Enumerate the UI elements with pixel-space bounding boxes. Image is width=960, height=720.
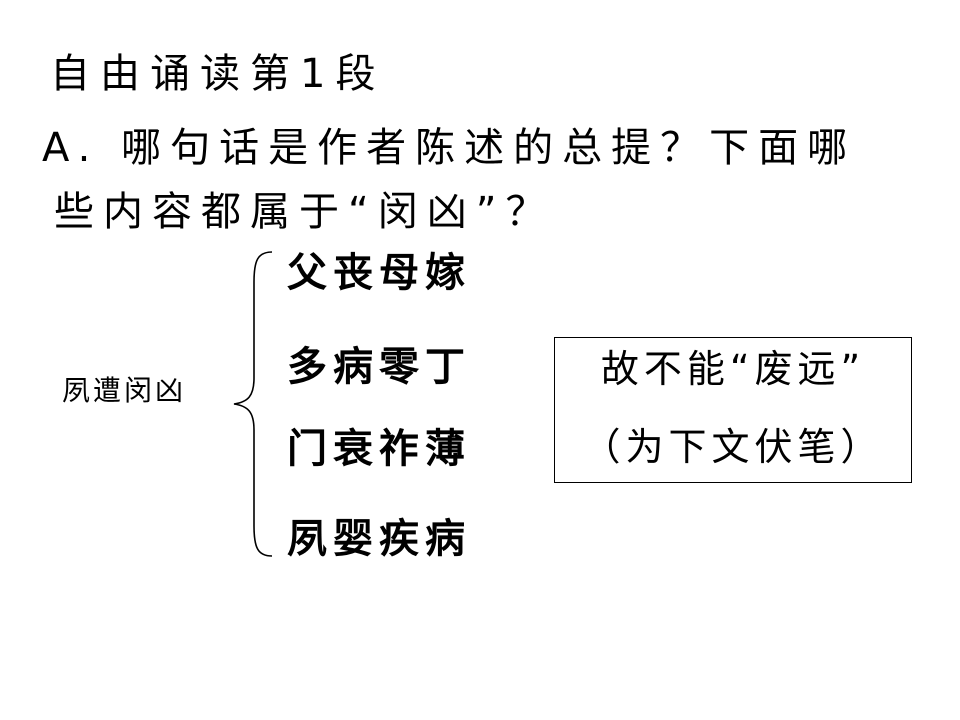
diagram-item: 父丧母嫁 [287,250,471,296]
question-line-2: 些内容都属于“闵凶”？ [54,189,555,235]
question-line-1: A. 哪句话是作者陈述的总提？下面哪 [42,125,857,171]
diagram-item: 门衰祚薄 [287,426,471,472]
diagram-item: 夙婴疾病 [287,516,471,562]
diagram-item: 多病零丁 [287,344,471,390]
conclusion-line-2: （为下文伏笔） [582,425,884,469]
conclusion-line-1: 故不能“废远” [600,347,866,391]
conclusion-box: 故不能“废远” （为下文伏笔） [554,337,912,483]
question-text: A. 哪句话是作者陈述的总提？下面哪 些内容都属于“闵凶”？ [42,116,856,244]
curly-brace [233,251,273,557]
diagram-topic: 夙遭闵凶 [62,374,187,407]
slide-heading: 自由诵读第1段 [50,51,386,97]
